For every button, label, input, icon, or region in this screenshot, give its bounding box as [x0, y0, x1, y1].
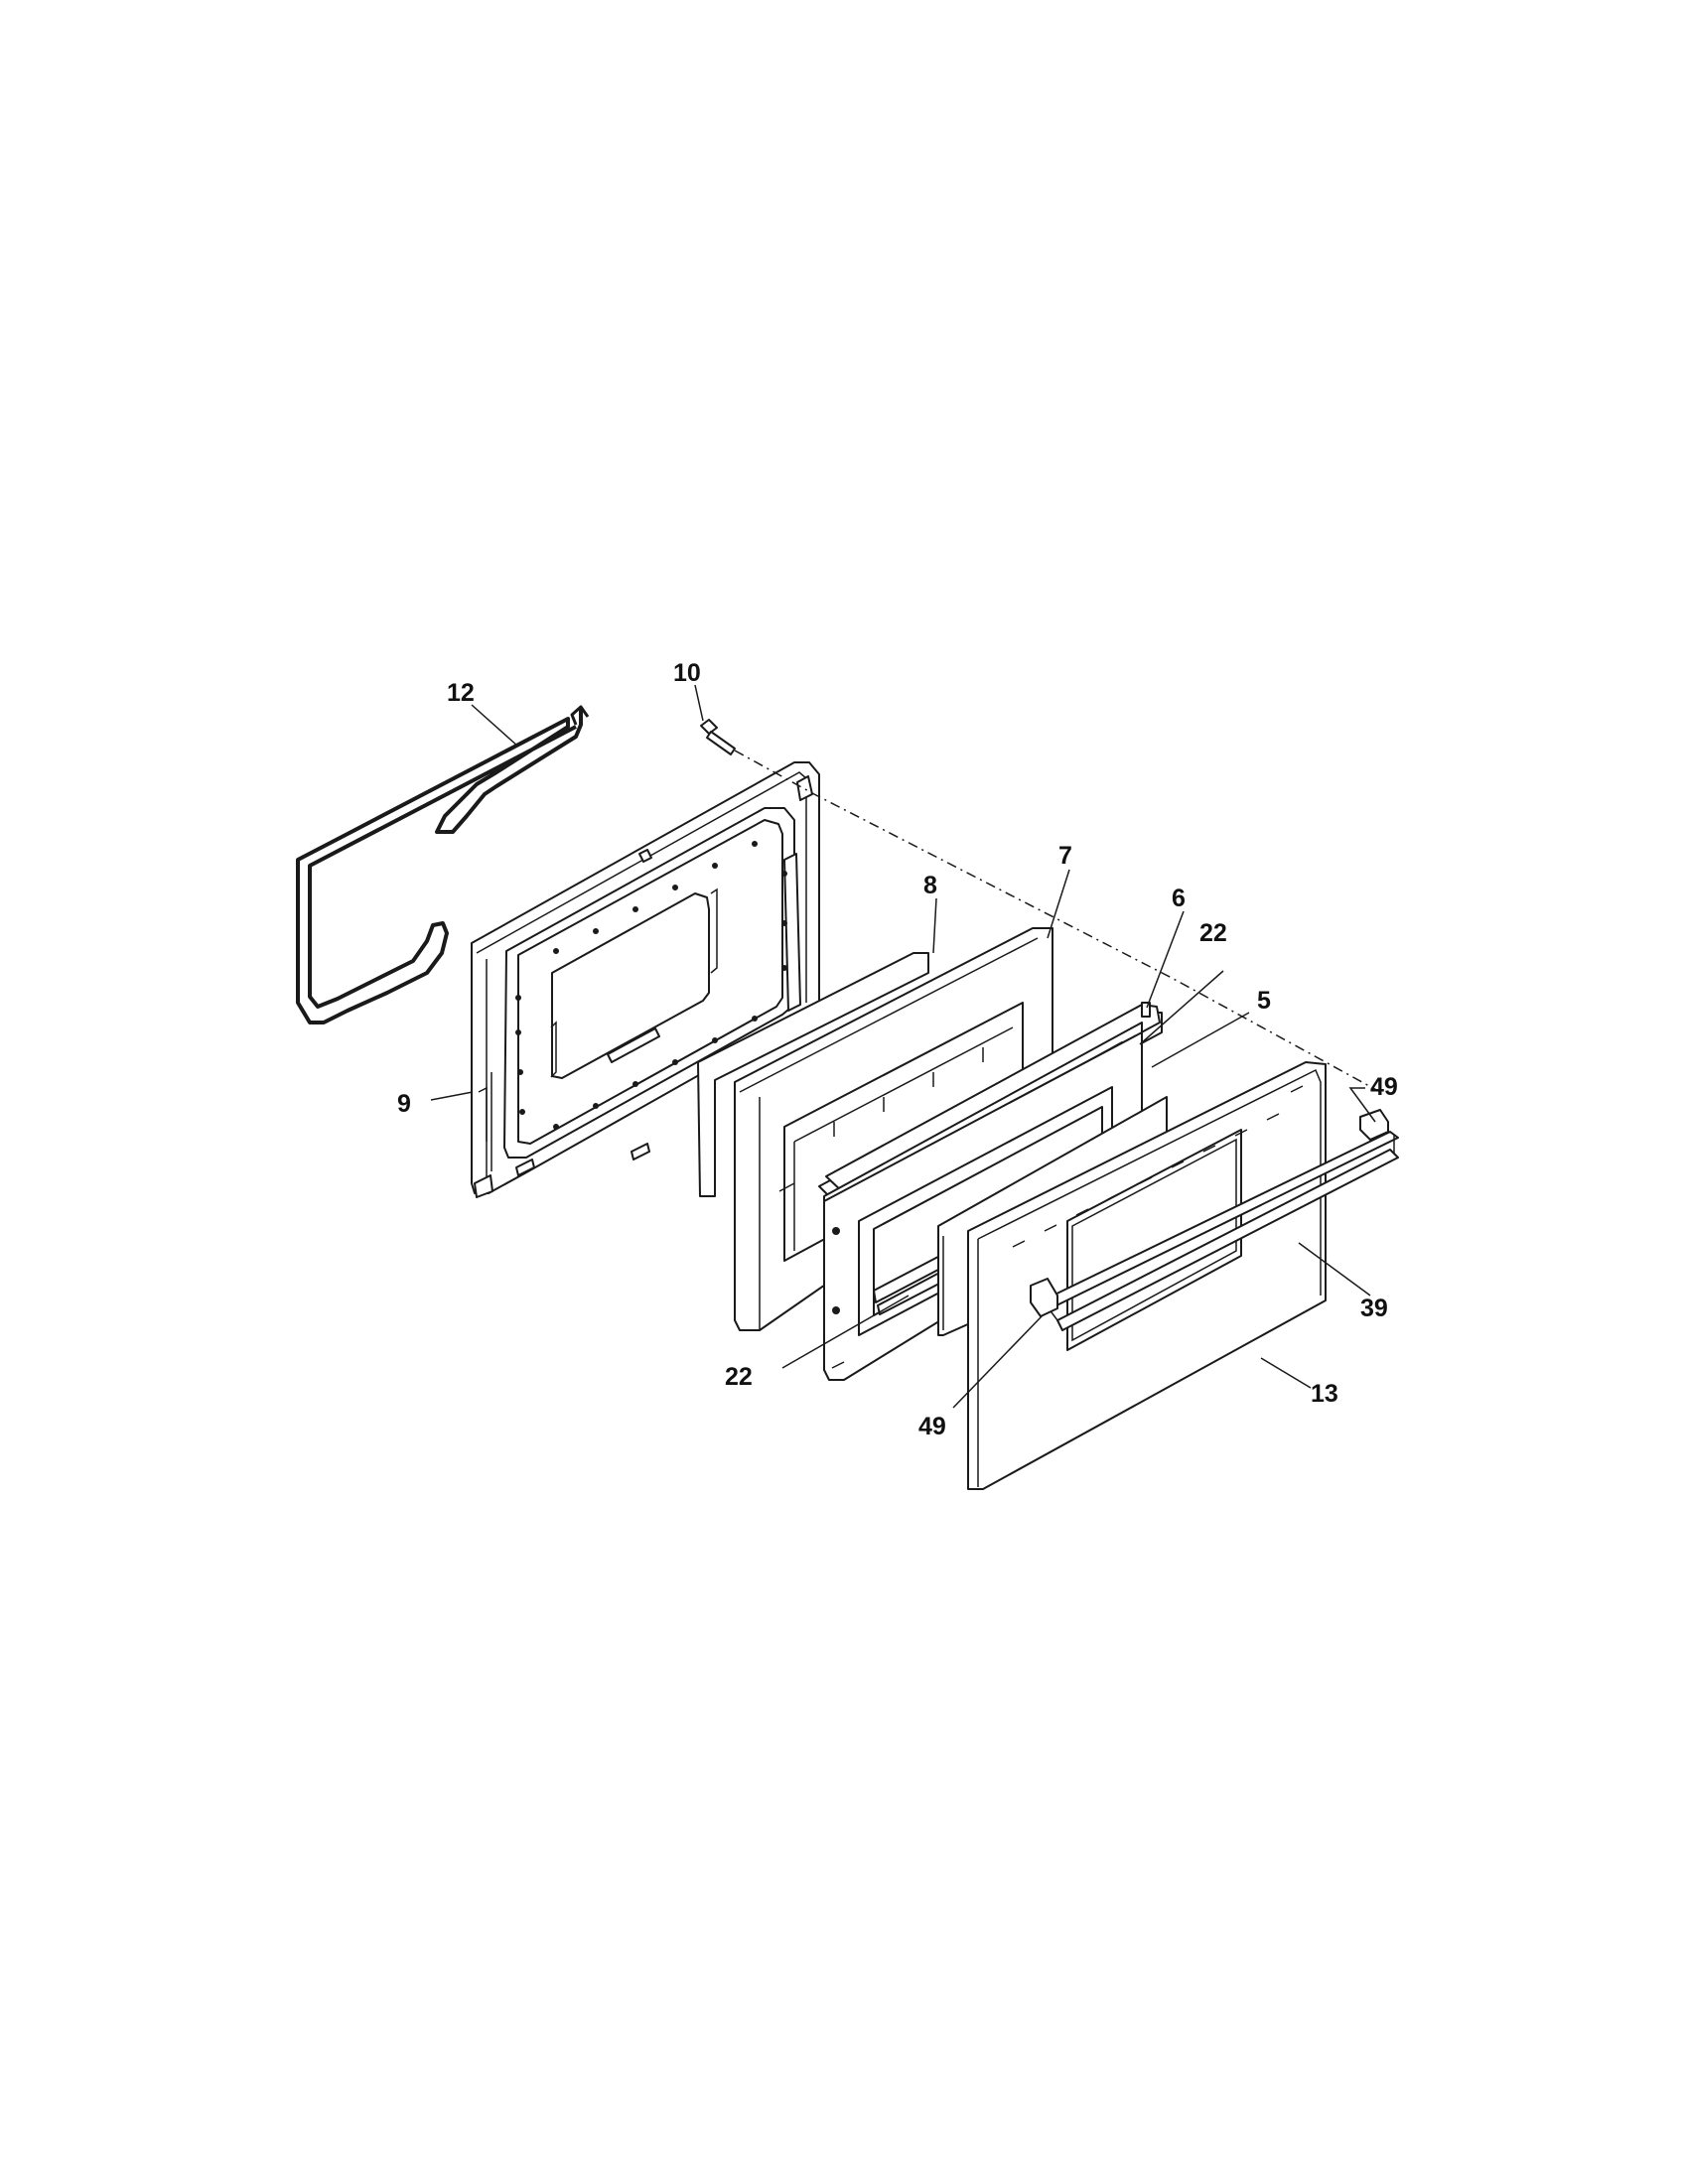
callout-13: 13 — [1311, 1380, 1338, 1408]
part-9-inner-door-frame — [471, 761, 820, 1198]
callout-49-left: 49 — [918, 1413, 946, 1440]
part-8-insulation — [697, 952, 929, 1197]
callout-9: 9 — [397, 1090, 411, 1118]
part-49-handle-end-cap-left — [1030, 1278, 1058, 1317]
callout-5: 5 — [1257, 987, 1271, 1015]
alignment-dashed-line — [734, 750, 1381, 1093]
part-12-door-gasket — [296, 705, 590, 1024]
callout-10: 10 — [673, 659, 701, 687]
callout-49-right: 49 — [1370, 1073, 1398, 1101]
callout-7: 7 — [1058, 842, 1072, 870]
frame-screw-holes — [515, 841, 787, 1130]
callout-39: 39 — [1360, 1295, 1388, 1322]
callout-22-upper: 22 — [1199, 919, 1227, 947]
callout-8: 8 — [923, 872, 937, 899]
callout-labels: 12 10 9 8 7 6 22 5 49 39 13 49 22 — [397, 659, 1398, 1440]
part-10-screw — [700, 719, 736, 755]
callout-22-lower: 22 — [725, 1363, 753, 1391]
leader-lines — [430, 684, 1376, 1409]
part-49-handle-end-cap-right — [1359, 1109, 1389, 1141]
callout-6: 6 — [1172, 885, 1186, 912]
vent-slots — [1012, 1085, 1304, 1248]
callout-12: 12 — [447, 679, 475, 707]
